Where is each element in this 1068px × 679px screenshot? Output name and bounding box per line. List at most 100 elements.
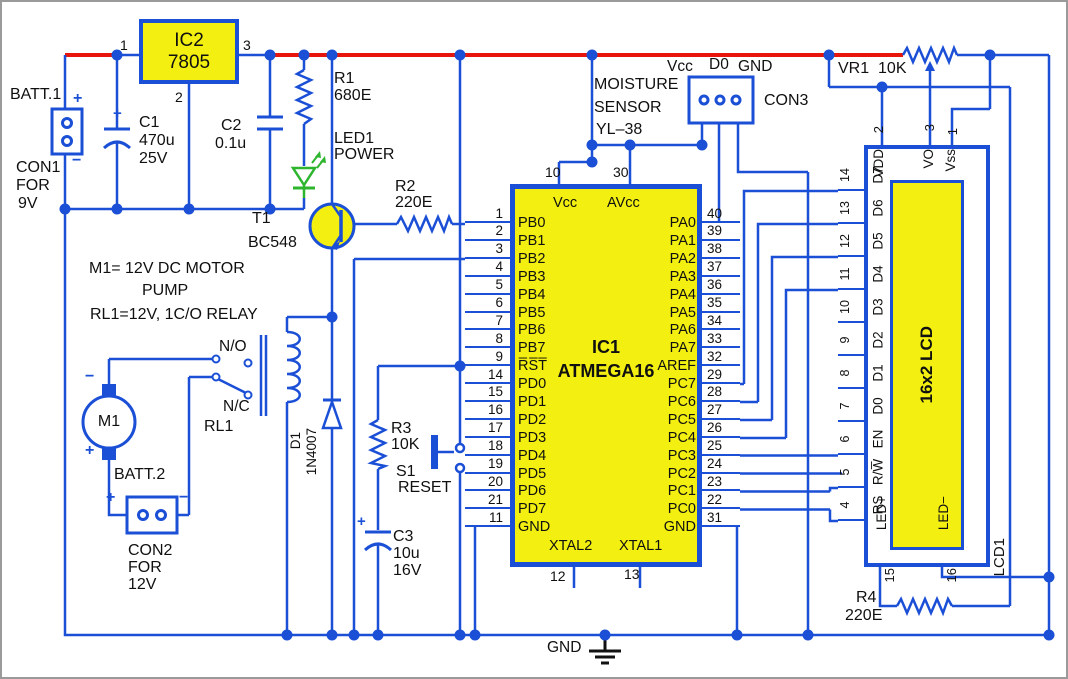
con2-line1: CON2 [128, 542, 173, 559]
pin-label: PD0 [518, 376, 547, 393]
pin-label: PB4 [518, 286, 546, 303]
pin-label: PD6 [518, 483, 547, 500]
lcd-pin-stub: 5 [838, 455, 864, 488]
ic2-part: 7805 [167, 51, 211, 73]
r1-ref: R1 [334, 70, 355, 87]
relay-no-label: N/O [219, 338, 247, 355]
pin-label: PB3 [518, 268, 546, 285]
sensor-line2: SENSOR [594, 99, 662, 116]
lcd-pin-stub: 6 [838, 422, 864, 455]
r4-value: 220E [845, 607, 883, 624]
ic1-part: ATMEGA16 [557, 361, 655, 381]
pin-stub: 14 [465, 366, 510, 385]
con3-d0-label: D0 [709, 56, 729, 73]
d1-part: 1N4007 [304, 428, 319, 476]
pin-stub: 29 [702, 366, 740, 385]
lcd-pin-label: R/W̅ [870, 458, 886, 486]
batt1-label: BATT.1 [10, 86, 62, 103]
motor-plus: + [85, 442, 95, 459]
con2-minus: − [179, 489, 189, 506]
lcd-pin-stub: 12 [838, 224, 864, 257]
pin-label: PA2 [669, 250, 696, 267]
pin-label: PA5 [669, 304, 696, 321]
pin-label: PB1 [518, 233, 546, 250]
batt2-label: BATT.2 [114, 466, 166, 483]
ic2-pin2: 2 [175, 89, 183, 105]
pin-stub: 36 [702, 277, 740, 295]
lcd-pin1-num: 1 [945, 127, 960, 135]
pin-label: GND [518, 519, 551, 536]
con3-vcc-label: Vcc [667, 58, 693, 75]
con2-plus: + [106, 489, 116, 506]
pin-stub: 11 [465, 509, 510, 528]
ic1-pin13: 13 [624, 566, 640, 582]
pin-stub: 6 [465, 295, 510, 313]
pin-stub: 25 [702, 438, 740, 456]
r4-ref: R4 [856, 589, 877, 606]
junction-dots [59, 49, 1055, 641]
c3-value1: 10u [393, 545, 420, 562]
pin-stub: 27 [702, 402, 740, 420]
pin-label: PA1 [669, 233, 696, 250]
ic1-pin30: 30 [613, 164, 629, 180]
lcd-pin15-num: 15 [882, 568, 897, 583]
c1-value1: 470u [139, 132, 175, 149]
ic1-mcu: Vcc AVcc IC1 ATMEGA16 XTAL2 XTAL1 [510, 184, 702, 567]
gnd-label: GND [547, 639, 582, 656]
t1-ref: T1 [252, 210, 271, 227]
r1-value: 680E [334, 87, 372, 104]
pin-stub: 26 [702, 420, 740, 438]
pin-stub: 9 [465, 348, 510, 367]
pin-stub: 33 [702, 330, 740, 349]
lcd-pin-label: D6 [870, 199, 886, 217]
con3-gnd-label: GND [738, 58, 773, 75]
lcd-pin-label: D3 [870, 298, 886, 316]
con1-line3: 9V [18, 195, 38, 212]
pin-stub: 28 [702, 384, 740, 402]
pin-label: PB0 [518, 215, 546, 232]
lcd-pin-stub: 4 [838, 488, 864, 521]
pin-label: PC1 [667, 483, 696, 500]
relay-nc-label: N/C [223, 398, 250, 415]
con3-connector-icon [687, 75, 755, 125]
pin-stub: 8 [465, 330, 510, 349]
pin-label: PA3 [669, 268, 696, 285]
resistor-r4-icon [895, 595, 954, 617]
pin-stub: 18 [465, 438, 510, 456]
led1-ref: LED1 [334, 130, 375, 147]
lcd-pin-label: EN [870, 429, 886, 449]
lcd-vdd-label: VDD [871, 149, 886, 178]
r2-ref: R2 [395, 178, 416, 195]
capacitor-c3-icon [363, 530, 393, 552]
pin-label: PC4 [667, 429, 696, 446]
pin-label: PD1 [518, 394, 547, 411]
pin-label: PD5 [518, 465, 547, 482]
ground-icon [589, 638, 621, 665]
con1-line1: CON1 [16, 159, 61, 176]
pin-stub: 7 [465, 313, 510, 331]
pin-stub: 15 [465, 384, 510, 402]
note-rl1: RL1=12V, 1C/O RELAY [90, 306, 258, 323]
note-pump: PUMP [142, 282, 189, 299]
r2-value: 220E [395, 194, 433, 211]
pin-label: PC2 [667, 465, 696, 482]
capacitor-c2-icon [257, 115, 283, 131]
push-button-icon [431, 435, 466, 474]
lcd-ledminus-label: LED− [936, 496, 951, 531]
diode-d1-icon [321, 398, 343, 430]
con1-minus: − [72, 152, 82, 169]
npn-transistor-icon [308, 202, 356, 250]
con1-connector-icon [50, 107, 84, 156]
vr1-wiper-arrow [925, 61, 935, 71]
pin-stub: 40 [702, 205, 740, 224]
lcd-pin-label: D5 [870, 232, 886, 250]
lcd-screen-label: 16x2 LCD [917, 326, 936, 404]
pin-stub: 4 [465, 259, 510, 277]
pin-stub: 39 [702, 223, 740, 241]
lcd-pin-label: D2 [870, 331, 886, 349]
pin-label: PA0 [669, 215, 696, 232]
